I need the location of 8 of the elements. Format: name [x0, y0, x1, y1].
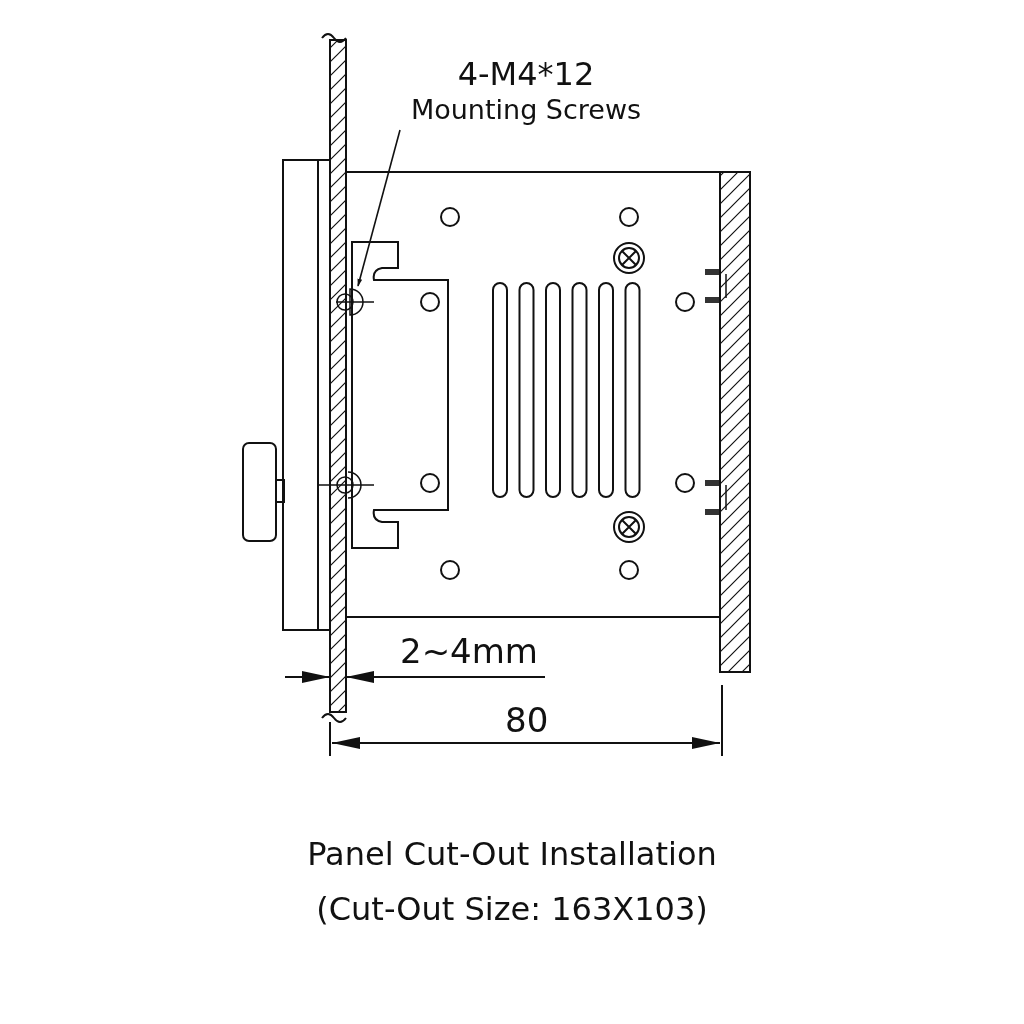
diagram-caption: (Cut-Out Size: 163X103)	[315, 893, 709, 925]
screw-spec-label: 4-M4*12	[456, 58, 596, 90]
callout-text: Mounting Screws	[409, 96, 643, 123]
leader-line	[357, 129, 401, 287]
dimension-label: 80	[505, 703, 549, 737]
diagram-title: Panel Cut-Out Installation	[306, 838, 718, 870]
screw-icon	[336, 286, 374, 318]
dimension-label: 2~4mm	[400, 634, 538, 668]
